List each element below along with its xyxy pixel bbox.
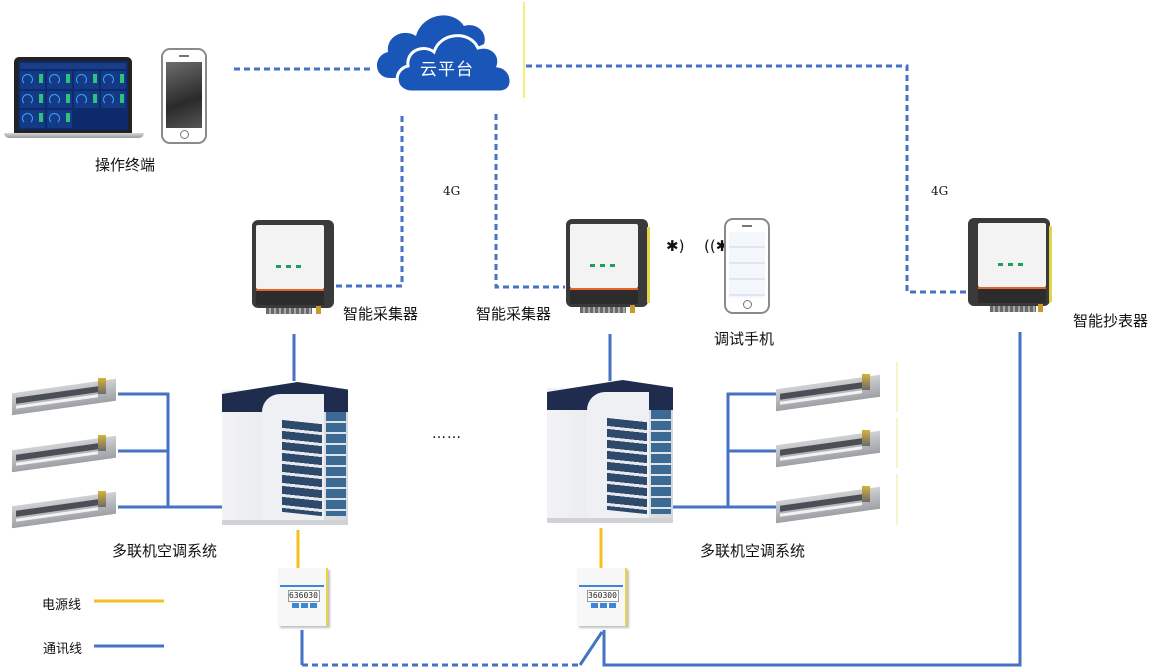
collector-2-label: 智能采集器 bbox=[476, 305, 552, 323]
smart-collector-2 bbox=[566, 219, 650, 315]
cloud-collector1-link bbox=[336, 116, 404, 288]
indoor-unit bbox=[776, 486, 884, 524]
smart-meter-reader bbox=[968, 218, 1052, 314]
bluetooth-icon: ((✱ bbox=[704, 237, 729, 255]
legend-power-label: 电源线 bbox=[42, 598, 82, 613]
link-4g-label-right: 4G bbox=[931, 184, 949, 198]
indoor-unit bbox=[12, 435, 120, 473]
energy-meter-2: 360300.0 bbox=[577, 568, 627, 626]
left-idu-bus-line bbox=[118, 392, 222, 509]
energy-meter-1: 636030.0 bbox=[278, 568, 328, 626]
debug-phone-label: 调试手机 bbox=[714, 330, 775, 348]
debug-phone-icon bbox=[724, 218, 770, 314]
indoor-unit bbox=[12, 491, 120, 529]
outdoor-unit-2 bbox=[547, 380, 673, 523]
meter-1-display: 636030.0 bbox=[288, 590, 320, 602]
outdoor-unit-1 bbox=[222, 382, 348, 525]
meter2-diagonal-line bbox=[578, 631, 604, 666]
link-4g-label-left: 4G bbox=[443, 184, 461, 198]
meter-reader-label: 智能抄表器 bbox=[1073, 312, 1149, 330]
indoor-unit bbox=[776, 374, 884, 412]
cloud-icon bbox=[376, 15, 513, 94]
smartphone-icon bbox=[161, 48, 207, 144]
terminal-label: 操作终端 bbox=[95, 156, 156, 174]
meter-2-display: 360300.0 bbox=[587, 590, 619, 602]
cloud-collector2-link bbox=[494, 114, 565, 289]
smart-collector-1 bbox=[252, 220, 334, 316]
indoor-unit bbox=[12, 378, 120, 416]
more-systems-ellipsis: …… bbox=[432, 426, 462, 442]
meter2-bus-line bbox=[602, 332, 1022, 667]
bluetooth-icon: ✱) bbox=[666, 237, 685, 255]
vrf-system-2-label: 多联机空调系统 bbox=[700, 542, 806, 560]
vrf-system-1-label: 多联机空调系统 bbox=[112, 542, 218, 560]
cloud-reader-link bbox=[526, 64, 970, 294]
indoor-unit bbox=[776, 430, 884, 468]
collector-1-label: 智能采集器 bbox=[343, 305, 419, 323]
cloud-platform-label: 云平台 bbox=[420, 60, 474, 80]
legend-comm-label: 通讯线 bbox=[43, 642, 83, 657]
right-idu-bus-line bbox=[672, 392, 778, 509]
